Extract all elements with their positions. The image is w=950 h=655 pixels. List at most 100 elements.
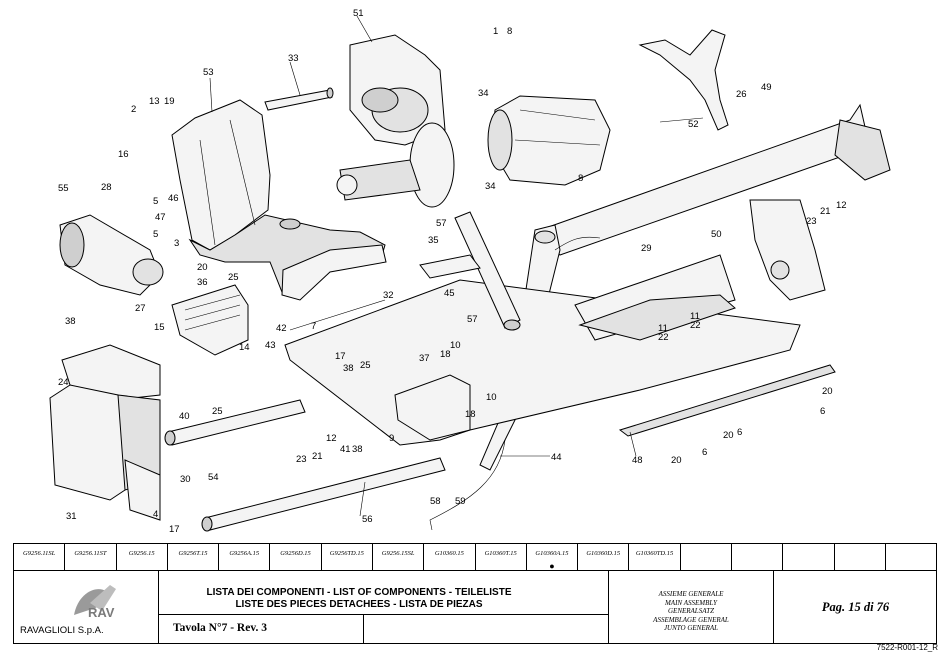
callout-label: 37	[419, 353, 430, 364]
bead-breaker-cylinder	[454, 211, 521, 331]
callout-label: 30	[180, 474, 191, 485]
callout-label: 17	[335, 351, 346, 362]
callout-label: 18	[465, 409, 476, 420]
model-code: G9256D.15	[280, 550, 311, 557]
callout-label: 58	[430, 496, 441, 507]
model-cell	[681, 544, 732, 570]
protective-guard	[171, 284, 249, 356]
page-number: Pag. 15 di 76	[821, 600, 890, 614]
callout-label: 57	[467, 314, 478, 325]
model-cell: G9256.11SL	[14, 544, 66, 570]
callout-label: 38	[65, 316, 76, 327]
model-code: G9256.11SL	[23, 550, 56, 557]
table-number: Tavola N°7 - Rev. 3	[159, 614, 364, 643]
gear-motor	[59, 214, 164, 296]
callout-label: 29	[641, 243, 652, 254]
callout-label: 33	[288, 53, 299, 64]
callout-label: 17	[169, 524, 180, 535]
company-logo: RAV	[74, 585, 116, 620]
assembly-name-line: GENERALSATZ	[667, 607, 715, 615]
model-code: G10360T.15	[484, 550, 517, 557]
title-block: RAV RAVAGLIOLI S.p.A. LISTA DEI COMPONEN…	[13, 571, 937, 644]
callout-label: 8	[578, 173, 583, 184]
parts-list-title: LISTA DEI COMPONENTI - LIST OF COMPONENT…	[159, 571, 609, 643]
callout-label: 14	[239, 342, 250, 353]
assembly-name-line: MAIN ASSEMBLY	[664, 598, 718, 607]
callout-label: 11	[690, 311, 700, 322]
model-code: G9256TD.15	[329, 550, 364, 557]
callout-label: 20	[723, 430, 734, 441]
callout-label: 13	[149, 96, 160, 107]
model-cell	[835, 544, 886, 570]
callout-label: 25	[228, 272, 239, 283]
callout-label: 41	[340, 444, 351, 455]
model-code: G10360.15	[434, 550, 464, 557]
callout-label: 10	[486, 392, 497, 403]
callout-label: 55	[58, 183, 69, 194]
callout-label: 16	[118, 149, 129, 160]
model-code: G9256.11ST	[74, 550, 107, 557]
model-code: G10360TD.15	[635, 550, 674, 557]
control-lever	[638, 29, 729, 131]
model-cell	[783, 544, 835, 570]
callout-label: 6	[820, 406, 825, 417]
model-cell: G10360.15	[424, 544, 476, 570]
callout-label: 42	[276, 323, 287, 334]
callout-label: 12	[836, 200, 847, 211]
callout-label: 4	[153, 509, 158, 520]
model-cell: G10360D.15	[578, 544, 630, 570]
model-cell: G9256D.15	[270, 544, 322, 570]
callout-label: 6	[702, 447, 707, 458]
model-code: G9256T.15	[178, 550, 208, 557]
pin-33	[264, 87, 334, 111]
callout-label: 46	[168, 193, 179, 204]
callout-label: 36	[197, 277, 208, 288]
model-cell	[886, 544, 936, 570]
column-assembly	[171, 99, 387, 301]
callout-label: 23	[806, 216, 817, 227]
shaft-54	[164, 399, 306, 446]
callout-label: 22	[690, 320, 701, 331]
callout-label: 11	[658, 323, 668, 334]
callout-label: 40	[179, 411, 190, 422]
callout-label: 50	[711, 229, 722, 240]
callout-label: 12	[326, 433, 337, 444]
model-cell: G9256.15SL	[373, 544, 425, 570]
callout-label: 7	[311, 321, 316, 332]
valve-block-assembly	[487, 95, 611, 186]
callout-label: 5	[153, 229, 158, 240]
callout-label: 8	[507, 26, 512, 37]
callout-label: 34	[478, 88, 489, 99]
callout-label: 20	[822, 386, 833, 397]
callout-label: 43	[265, 340, 276, 351]
callout-label: 31	[66, 511, 77, 522]
model-cell: G10360A.15●	[527, 544, 579, 571]
callout-label: 44	[551, 452, 562, 463]
model-applicability-row: G9256.11SL G9256.11ST G9256.15 G9256T.15 G92…	[13, 543, 937, 571]
callout-label: 53	[203, 67, 214, 78]
callout-label: 56	[362, 514, 373, 525]
company-logo-box: RAV RAVAGLIOLI S.p.A.	[14, 571, 159, 643]
lists-title-line1: LISTA DEI COMPONENTI - LIST OF COMPONENT…	[206, 587, 512, 598]
callout-label: 1	[493, 26, 498, 37]
callout-label: 20	[197, 262, 208, 273]
callout-label: 19	[164, 96, 175, 107]
callout-label: 26	[736, 89, 747, 100]
callout-label: 38	[352, 444, 363, 455]
callout-label: 28	[101, 182, 112, 193]
callout-label: 38	[343, 363, 354, 374]
callout-label: 48	[632, 455, 643, 466]
callout-label: 59	[455, 496, 466, 507]
model-cell: G9256A.15	[219, 544, 271, 570]
model-cell	[732, 544, 784, 570]
callout-label: 3	[174, 238, 179, 249]
callout-label: 47	[155, 212, 166, 223]
callout-label: 20	[671, 455, 682, 466]
model-cell: G9256TD.15	[322, 544, 373, 570]
model-code: G9256.15	[128, 550, 155, 557]
callout-label: 9	[389, 433, 394, 444]
bead-breaker-assembly	[749, 199, 826, 301]
document-code: 7522-R001-12_R	[876, 643, 938, 652]
plate-35	[419, 254, 481, 279]
